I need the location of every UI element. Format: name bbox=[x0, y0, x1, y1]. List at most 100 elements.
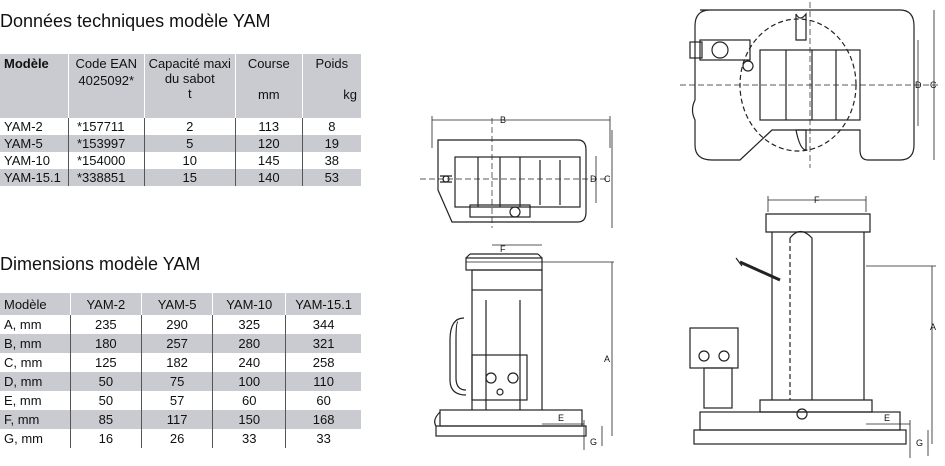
dim-value-cell: 50 bbox=[70, 391, 142, 410]
dim-value-cell: 16 bbox=[70, 429, 142, 448]
specs-header-model: Modèle bbox=[0, 54, 69, 118]
capacity-cell: 2 bbox=[144, 118, 236, 135]
table-row: C, mm 125 182 240 258 bbox=[0, 353, 361, 372]
specs-header-row: Modèle Code EAN 4025092* Capacité maxi d… bbox=[0, 54, 361, 118]
dim-value-cell: 344 bbox=[312, 317, 335, 332]
dim-value-cell: 33 bbox=[316, 431, 331, 446]
small-jack-top-view bbox=[420, 116, 613, 228]
ean-sub-label: 4025092* bbox=[78, 73, 135, 88]
specs-header-ean: Code EAN 4025092* bbox=[68, 54, 145, 118]
weight-cell: 38 bbox=[324, 153, 340, 168]
weight-cell: 19 bbox=[324, 136, 340, 151]
stroke-cell: 120 bbox=[235, 135, 303, 152]
table-row: F, mm 85 117 150 168 bbox=[0, 410, 361, 429]
large-jack-side-view bbox=[689, 196, 936, 458]
dim-value-cell: 182 bbox=[141, 353, 214, 372]
weight-label: Poids bbox=[315, 56, 349, 71]
table-row: G, mm 16 26 33 33 bbox=[0, 429, 361, 448]
dim-value-cell: 60 bbox=[316, 393, 331, 408]
table-row: YAM-2 *157711 2 113 8 bbox=[0, 118, 361, 135]
weight-cell: 53 bbox=[324, 170, 340, 185]
dim-value-cell: 290 bbox=[141, 315, 214, 334]
dimensions-table: Modèle YAM-2 YAM-5 YAM-10 YAM-15.1 A, mm… bbox=[0, 293, 361, 448]
dim-value-cell: 180 bbox=[70, 334, 142, 353]
dim-c-label-large: C bbox=[930, 80, 937, 90]
dim-value-cell: 125 bbox=[70, 353, 142, 372]
dim-f-label: F bbox=[500, 244, 506, 254]
dim-label-cell: A, mm bbox=[0, 315, 71, 334]
capacity-sub-label: du sabot bbox=[164, 71, 215, 86]
table-row: YAM-5 *153997 5 120 19 bbox=[0, 135, 361, 152]
dim-a-label: A bbox=[604, 354, 610, 364]
specs-table: Modèle Code EAN 4025092* Capacité maxi d… bbox=[0, 54, 361, 186]
dim-g-label-large: G bbox=[916, 438, 923, 448]
dim-label-cell: D, mm bbox=[0, 372, 71, 391]
dim-b-label: B bbox=[500, 115, 506, 125]
large-jack-top-view bbox=[680, 2, 940, 168]
table-row: E, mm 50 57 60 60 bbox=[0, 391, 361, 410]
dim-value-cell: 257 bbox=[141, 334, 214, 353]
dim-value-cell: 117 bbox=[141, 410, 214, 429]
ean-cell: *338851 bbox=[68, 169, 145, 186]
dim-value-cell: 100 bbox=[212, 372, 287, 391]
dim-g-label: G bbox=[590, 437, 597, 447]
dim-value-cell: 325 bbox=[212, 315, 287, 334]
dim-header-col: YAM-5 bbox=[141, 293, 214, 315]
ean-cell: *157711 bbox=[68, 118, 145, 135]
dim-value-cell: 280 bbox=[212, 334, 287, 353]
capacity-cell: 10 bbox=[144, 152, 236, 169]
dim-label-cell: G, mm bbox=[0, 429, 71, 448]
capacity-unit: t bbox=[187, 86, 192, 101]
dim-value-cell: 33 bbox=[212, 429, 287, 448]
dim-d-label: D bbox=[590, 174, 597, 184]
dim-value-cell: 258 bbox=[312, 355, 335, 370]
dim-value-cell: 50 bbox=[70, 372, 142, 391]
model-cell: YAM-2 bbox=[0, 118, 69, 135]
dim-value-cell: 75 bbox=[141, 372, 214, 391]
stroke-cell: 113 bbox=[235, 118, 303, 135]
dim-value-cell: 110 bbox=[313, 374, 334, 389]
dim-value-cell: 150 bbox=[212, 410, 287, 429]
dim-header-col: YAM-2 bbox=[70, 293, 142, 315]
dim-value-cell: 57 bbox=[141, 391, 214, 410]
specs-header-weight: Poids kg bbox=[302, 54, 361, 118]
table-row: B, mm 180 257 280 321 bbox=[0, 334, 361, 353]
specs-header-capacity: Capacité maxi du sabot t bbox=[144, 54, 236, 118]
stroke-cell: 145 bbox=[235, 152, 303, 169]
specs-title: Données techniques modèle YAM bbox=[0, 11, 271, 31]
dim-header-col: YAM-15.1 bbox=[295, 296, 353, 312]
dim-f-label-large: F bbox=[814, 195, 820, 205]
dim-c-label: C bbox=[604, 174, 611, 184]
dimensions-title: Dimensions modèle YAM bbox=[0, 254, 201, 274]
dim-header-col: YAM-10 bbox=[212, 293, 287, 315]
ean-cell: *154000 bbox=[68, 152, 145, 169]
dimensions-header-row: Modèle YAM-2 YAM-5 YAM-10 YAM-15.1 bbox=[0, 293, 361, 315]
table-row: YAM-15.1 *338851 15 140 53 bbox=[0, 169, 361, 186]
stroke-cell: 140 bbox=[235, 169, 303, 186]
weight-unit: kg bbox=[343, 87, 357, 102]
table-row: D, mm 50 75 100 110 bbox=[0, 372, 361, 391]
dim-header-model: Modèle bbox=[0, 293, 71, 315]
capacity-cell: 15 bbox=[144, 169, 236, 186]
dim-value-cell: 168 bbox=[312, 412, 335, 427]
model-cell: YAM-10 bbox=[0, 152, 69, 169]
specs-header-stroke: Course mm bbox=[235, 54, 303, 118]
model-cell: YAM-5 bbox=[0, 135, 69, 152]
stroke-label: Course bbox=[247, 56, 290, 71]
ean-cell: *153997 bbox=[68, 135, 145, 152]
dim-e-label-large: E bbox=[884, 413, 890, 423]
ean-label: Code EAN bbox=[75, 56, 137, 71]
table-row: A, mm 235 290 325 344 bbox=[0, 315, 361, 334]
dim-e-label: E bbox=[558, 413, 564, 423]
model-cell: YAM-15.1 bbox=[0, 169, 69, 186]
capacity-label: Capacité maxi bbox=[148, 56, 231, 71]
dim-label-cell: F, mm bbox=[0, 410, 71, 429]
dim-value-cell: 240 bbox=[212, 353, 287, 372]
weight-cell: 8 bbox=[328, 119, 336, 134]
dim-value-cell: 60 bbox=[212, 391, 287, 410]
dim-value-cell: 321 bbox=[312, 336, 335, 351]
dim-d-label-large: D bbox=[915, 80, 922, 90]
stroke-unit: mm bbox=[257, 87, 280, 102]
small-jack-side-view bbox=[434, 244, 614, 450]
